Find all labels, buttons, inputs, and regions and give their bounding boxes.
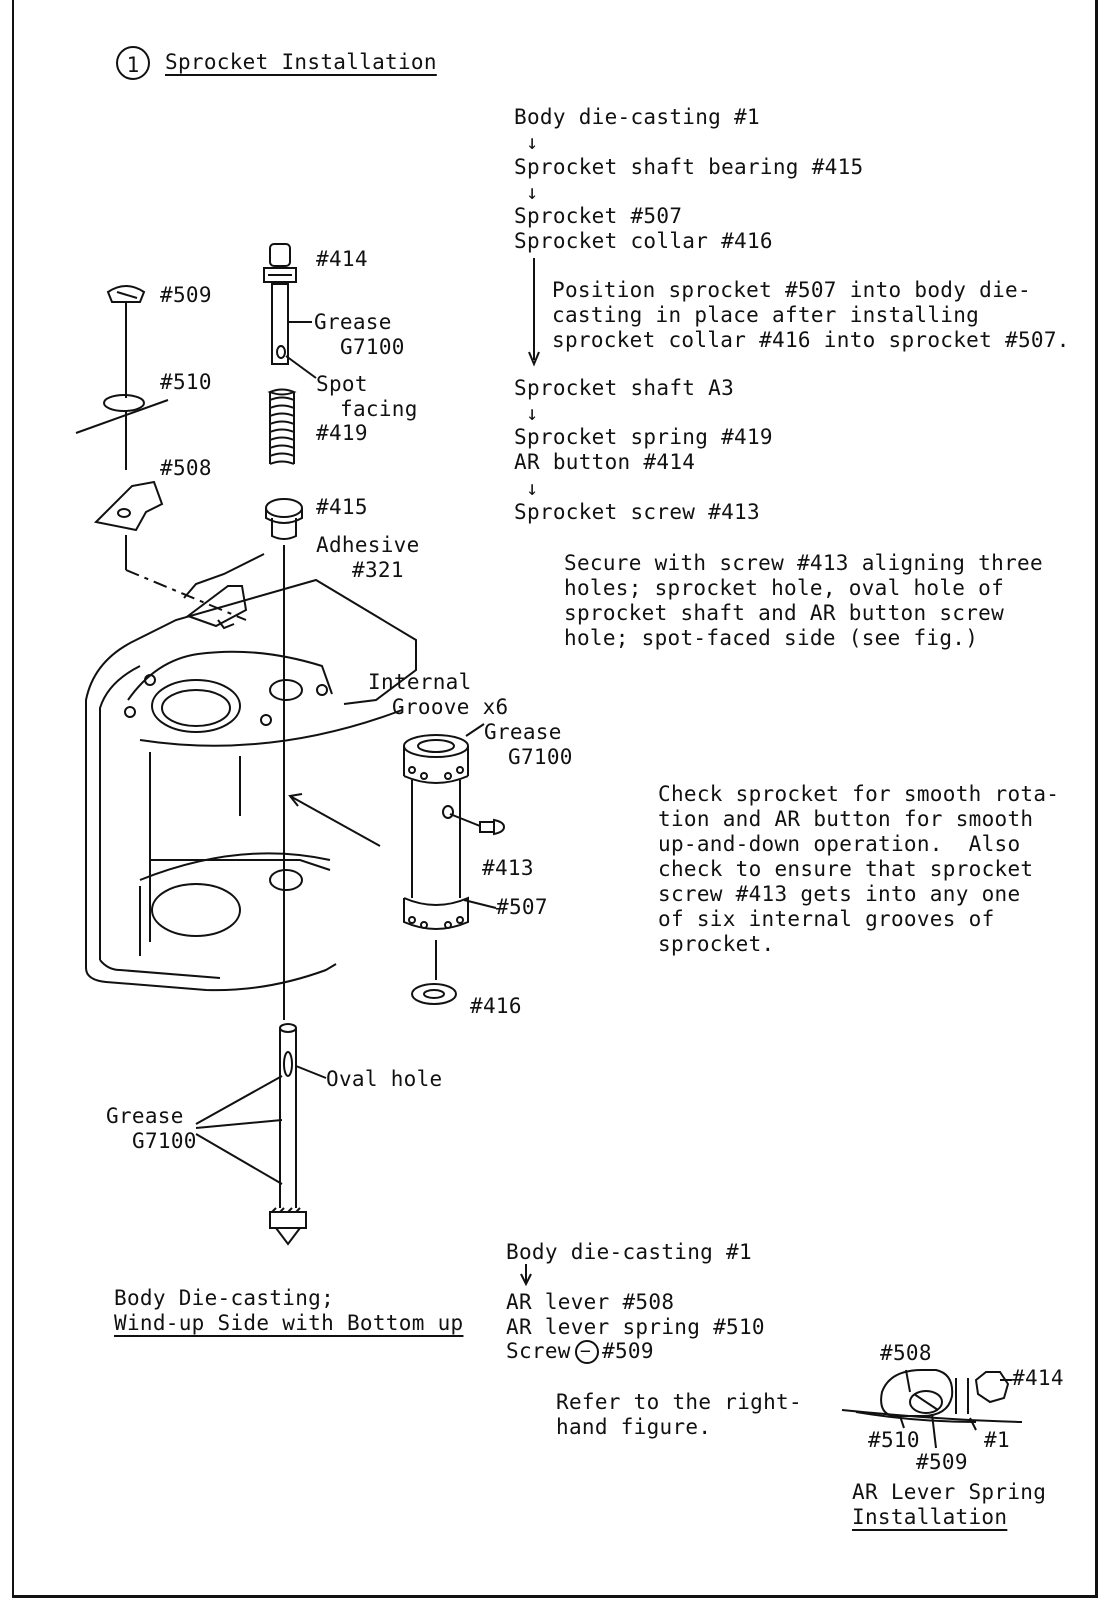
seq1-step-sprocket: Sprocket #507 xyxy=(514,204,683,228)
label-part-509: #509 xyxy=(160,283,212,307)
seq1-secure-note-line: Secure with screw #413 aligning three xyxy=(564,551,1043,575)
label-grease: Grease xyxy=(484,720,562,744)
label-oval-hole: Oval hole xyxy=(326,1067,443,1091)
figure-caption: Body Die-casting; xyxy=(114,1286,335,1310)
seq2-step-lever: AR lever #508 xyxy=(506,1290,675,1314)
seq1-step-button: AR button #414 xyxy=(514,450,696,474)
check-note-line: screw #413 gets into any one xyxy=(658,882,1021,906)
seq2-step-screw-number: #509 xyxy=(602,1339,654,1363)
label-adhesive: Adhesive xyxy=(316,533,420,557)
label-part-416: #416 xyxy=(470,994,522,1018)
label-grease-code: G7100 xyxy=(340,335,405,359)
seq1-note-line: casting in place after installing xyxy=(552,303,980,327)
label-part-414: #414 xyxy=(316,247,368,271)
label-grease: Grease xyxy=(106,1104,184,1128)
seq2-step-screw: Screw xyxy=(506,1339,571,1363)
page-border xyxy=(12,0,1098,1598)
section-number: 1 xyxy=(116,46,150,80)
figure-caption-sub: Wind-up Side with Bottom up xyxy=(114,1311,464,1335)
label-spot-facing: facing xyxy=(340,397,418,421)
minus-screw-icon: − xyxy=(580,1341,592,1362)
seq1-note-line: Position sprocket #507 into body die- xyxy=(552,278,1031,302)
seq2-step-body: Body die-casting #1 xyxy=(506,1240,752,1264)
label-part-413: #413 xyxy=(482,856,534,880)
label-internal-groove: Internal xyxy=(368,670,472,694)
check-note-line: tion and AR button for smooth xyxy=(658,807,1034,831)
check-note-line: check to ensure that sprocket xyxy=(658,857,1034,881)
seq1-note-line: sprocket collar #416 into sprocket #507. xyxy=(552,328,1070,352)
label-adhesive-code: #321 xyxy=(352,558,404,582)
seq2-note-line: hand figure. xyxy=(556,1415,712,1439)
small-label-1: #1 xyxy=(984,1428,1010,1452)
check-note-line: sprocket. xyxy=(658,932,775,956)
label-part-415: #415 xyxy=(316,495,368,519)
label-grease-code: G7100 xyxy=(132,1129,197,1153)
check-note-line: up-and-down operation. Also xyxy=(658,832,1021,856)
seq1-secure-note-line: holes; sprocket hole, oval hole of xyxy=(564,576,1005,600)
flow-arrow-icon: ↓ xyxy=(526,130,539,154)
seq1-step-screw: Sprocket screw #413 xyxy=(514,500,760,524)
flow-arrow-icon: ↓ xyxy=(526,401,539,425)
seq2-step-spring: AR lever spring #510 xyxy=(506,1315,765,1339)
flow-arrow-icon: ↓ xyxy=(526,180,539,204)
label-grease: Grease xyxy=(314,310,392,334)
flow-arrow-icon: ↓ xyxy=(526,476,539,500)
label-internal-groove: Groove x6 xyxy=(392,695,509,719)
label-part-507: #507 xyxy=(496,895,548,919)
small-label-414: #414 xyxy=(1012,1366,1064,1390)
seq1-step-collar: Sprocket collar #416 xyxy=(514,229,773,253)
small-label-508: #508 xyxy=(880,1341,932,1365)
label-part-419: #419 xyxy=(316,421,368,445)
check-note-line: Check sprocket for smooth rota- xyxy=(658,782,1060,806)
seq1-step-shaft: Sprocket shaft A3 xyxy=(514,376,735,400)
check-note-line: of six internal grooves of xyxy=(658,907,995,931)
label-part-508: #508 xyxy=(160,456,212,480)
label-part-510: #510 xyxy=(160,370,212,394)
seq2-note-line: Refer to the right- xyxy=(556,1390,802,1414)
seq1-secure-note-line: sprocket shaft and AR button screw xyxy=(564,601,1005,625)
label-grease-code: G7100 xyxy=(508,745,573,769)
small-figure-caption-sub: Installation xyxy=(852,1505,1008,1529)
small-figure-caption: AR Lever Spring xyxy=(852,1480,1047,1504)
seq1-step-spring: Sprocket spring #419 xyxy=(514,425,773,449)
seq1-step-bearing: Sprocket shaft bearing #415 xyxy=(514,155,864,179)
small-label-509: #509 xyxy=(916,1450,968,1474)
section-title: Sprocket Installation xyxy=(165,50,437,74)
seq1-step-body: Body die-casting #1 xyxy=(514,105,760,129)
seq1-secure-note-line: hole; spot-faced side (see fig.) xyxy=(564,626,979,650)
small-label-510: #510 xyxy=(868,1428,920,1452)
label-spot-facing: Spot xyxy=(316,372,368,396)
